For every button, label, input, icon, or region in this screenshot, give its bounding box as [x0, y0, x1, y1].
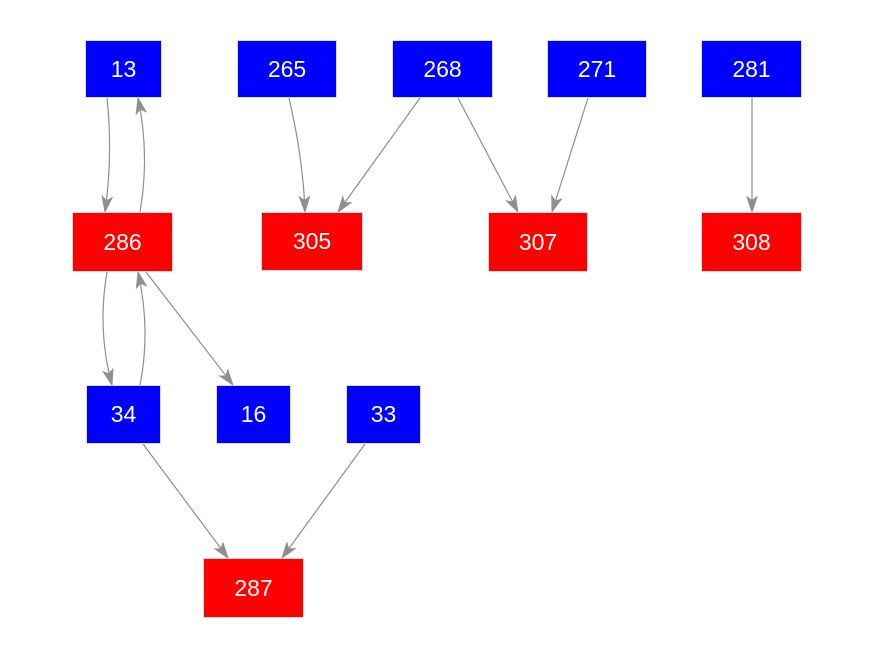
edge-271-307 — [551, 97, 589, 214]
node-label: 286 — [103, 228, 142, 255]
edge-286-16 — [145, 271, 234, 387]
node-286[interactable]: 286 — [72, 212, 173, 272]
node-34[interactable]: 34 — [86, 385, 161, 444]
node-label: 307 — [518, 228, 558, 255]
node-33[interactable]: 33 — [346, 385, 421, 444]
node-308[interactable]: 308 — [701, 212, 802, 272]
node-label: 265 — [267, 55, 307, 82]
node-label: 13 — [110, 55, 137, 82]
node-label: 34 — [110, 401, 137, 427]
node-307[interactable]: 307 — [488, 212, 588, 272]
node-16[interactable]: 16 — [216, 385, 291, 444]
edge-34-286 — [135, 270, 148, 386]
edge-268-307 — [457, 97, 519, 214]
edge-268-305 — [337, 97, 421, 214]
node-label: 268 — [423, 55, 462, 82]
node-268[interactable]: 268 — [392, 40, 493, 98]
edge-265-305 — [288, 97, 311, 214]
node-287[interactable]: 287 — [203, 558, 304, 618]
edge-33-287 — [281, 443, 366, 560]
edge-286-13 — [135, 96, 148, 213]
node-label: 271 — [577, 55, 617, 82]
edge-34-287 — [142, 443, 229, 560]
node-271[interactable]: 271 — [547, 40, 647, 98]
node-305[interactable]: 305 — [261, 212, 363, 271]
node-label: 33 — [370, 401, 397, 427]
node-281[interactable]: 281 — [701, 40, 802, 98]
node-label: 287 — [234, 574, 273, 601]
edge-286-34 — [101, 271, 114, 387]
edge-13-286 — [101, 97, 114, 214]
node-265[interactable]: 265 — [237, 40, 337, 98]
node-label: 305 — [292, 228, 332, 254]
node-label: 308 — [732, 228, 771, 255]
node-label: 281 — [732, 55, 771, 82]
node-label: 16 — [240, 401, 267, 427]
node-13[interactable]: 13 — [85, 40, 162, 98]
